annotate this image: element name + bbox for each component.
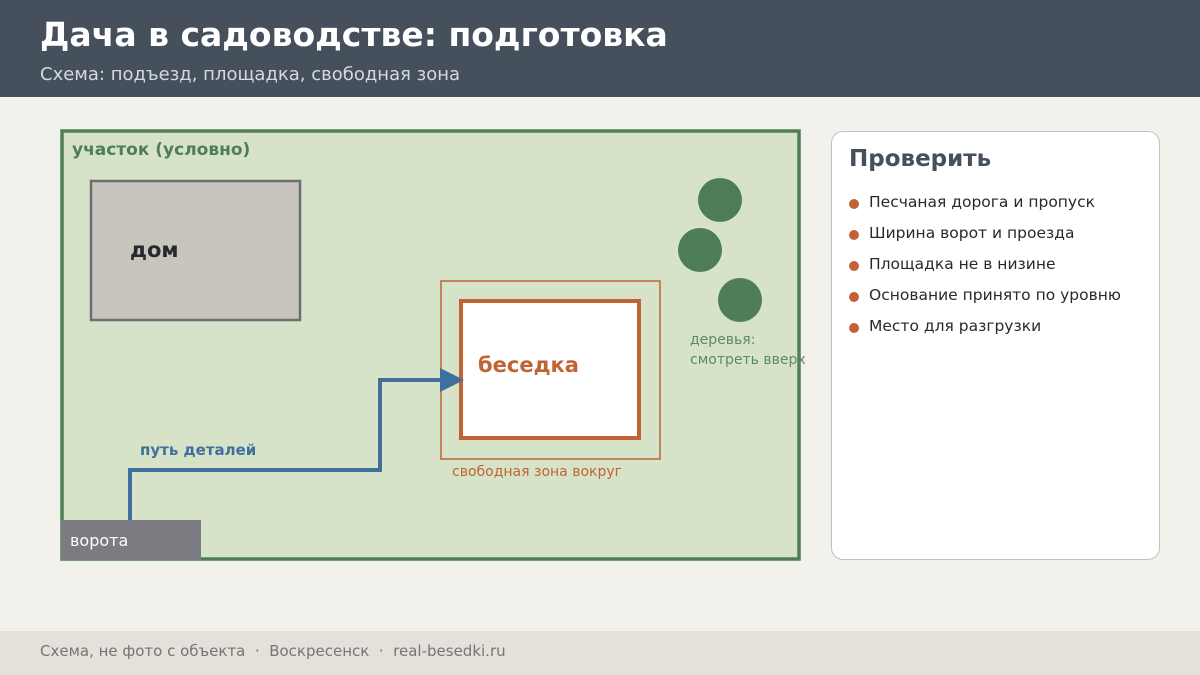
checklist-item-text: Песчаная дорога и пропуск bbox=[869, 193, 1095, 211]
free-zone-label: свободная зона вокруг bbox=[452, 464, 622, 480]
gate bbox=[61, 520, 201, 560]
checklist-panel: Проверить Песчаная дорога и пропуск Шири… bbox=[831, 131, 1160, 560]
page-title: Дача в садоводстве: подготовка bbox=[40, 15, 668, 54]
gazebo bbox=[459, 299, 641, 440]
header: Дача в садоводстве: подготовка Схема: по… bbox=[0, 0, 1200, 97]
footer: Схема, не фото с объекта · Воскресенск ·… bbox=[0, 631, 1200, 675]
trees-label: смотреть вверх bbox=[690, 352, 806, 368]
checklist: Песчаная дорога и пропуск Ширина ворот и… bbox=[849, 192, 1149, 347]
house bbox=[89, 179, 302, 322]
page-subtitle: Схема: подъезд, площадка, свободная зона bbox=[40, 64, 461, 85]
plot-label: участок (условно) bbox=[72, 140, 250, 160]
checklist-title: Проверить bbox=[849, 146, 992, 172]
checklist-item: Ширина ворот и проезда bbox=[849, 223, 1149, 244]
bullet-icon bbox=[849, 292, 859, 302]
gate-label: ворота bbox=[70, 531, 128, 550]
tree-icon bbox=[698, 178, 742, 222]
bullet-icon bbox=[849, 323, 859, 333]
bullet-icon bbox=[849, 199, 859, 209]
delivery-path-arrow bbox=[128, 368, 464, 521]
checklist-item-text: Ширина ворот и проезда bbox=[869, 224, 1075, 242]
checklist-item: Песчаная дорога и пропуск bbox=[849, 192, 1149, 213]
checklist-item: Площадка не в низине bbox=[849, 254, 1149, 275]
checklist-item-text: Место для разгрузки bbox=[869, 317, 1042, 335]
checklist-item: Основание принято по уровню bbox=[849, 285, 1149, 306]
checklist-item-text: Площадка не в низине bbox=[869, 255, 1056, 273]
gazebo-label: беседка bbox=[478, 353, 579, 377]
path-label: путь деталей bbox=[140, 441, 256, 459]
bullet-icon bbox=[849, 261, 859, 271]
checklist-item: Место для разгрузки bbox=[849, 316, 1149, 337]
checklist-item-text: Основание принято по уровню bbox=[869, 286, 1121, 304]
footer-text: Схема, не фото с объекта · Воскресенск ·… bbox=[40, 642, 506, 660]
tree-icon bbox=[678, 228, 722, 272]
trees-label: деревья: bbox=[690, 332, 755, 348]
tree-icon bbox=[718, 278, 762, 322]
bullet-icon bbox=[849, 230, 859, 240]
house-label: дом bbox=[130, 238, 179, 262]
